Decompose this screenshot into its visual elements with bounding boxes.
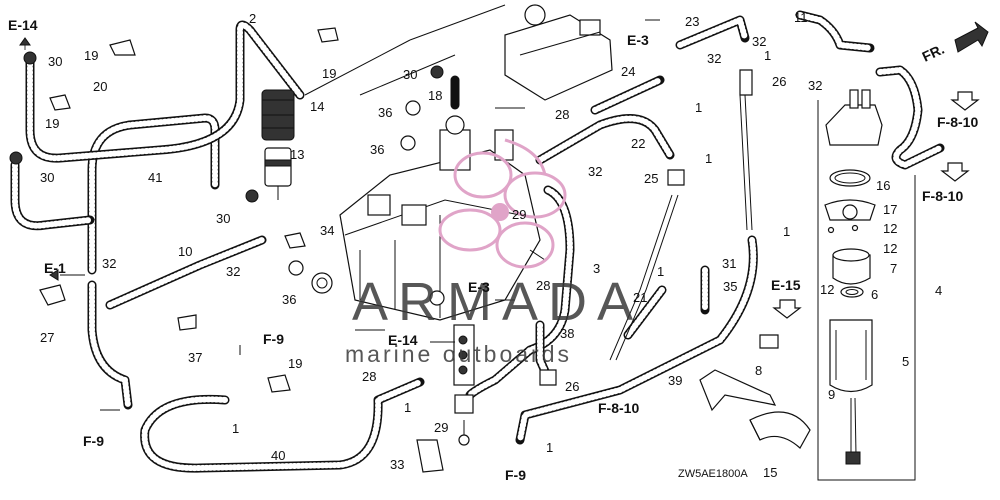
watermark-tagline: marine outboards [345, 341, 572, 367]
fuel-filter-13 [264, 147, 292, 200]
callout-number-30: 30 [216, 211, 230, 226]
reference-label-f-8-10: F-8-10 [922, 188, 963, 204]
callout-number-5: 5 [902, 354, 909, 369]
callout-number-1: 1 [546, 440, 553, 455]
callout-number-32: 32 [808, 78, 822, 93]
callout-number-1: 1 [695, 100, 702, 115]
callout-number-7: 7 [890, 261, 897, 276]
reference-label-f-8-10: F-8-10 [598, 400, 639, 416]
callout-number-1: 1 [705, 151, 712, 166]
callout-number-28: 28 [362, 369, 376, 384]
band-15 [749, 411, 811, 449]
callout-number-14: 14 [310, 99, 324, 114]
callout-number-1: 1 [783, 224, 790, 239]
callout-number-26: 26 [772, 74, 786, 89]
callout-number-36: 36 [370, 142, 384, 157]
callout-number-31: 31 [722, 256, 736, 271]
callout-number-26: 26 [565, 379, 579, 394]
callout-number-16: 16 [876, 178, 890, 193]
callout-number-32: 32 [588, 164, 602, 179]
callout-number-19: 19 [288, 356, 302, 371]
callout-number-29: 29 [512, 207, 526, 222]
callout-number-37: 37 [188, 350, 202, 365]
callout-number-41: 41 [148, 170, 162, 185]
callout-number-30: 30 [48, 54, 62, 69]
callout-number-35: 35 [723, 279, 737, 294]
callout-number-1: 1 [404, 400, 411, 415]
reference-label-f-9: F-9 [263, 331, 284, 347]
reference-label-f-9: F-9 [83, 433, 104, 449]
callout-number-13: 13 [290, 147, 304, 162]
callout-number-32: 32 [707, 51, 721, 66]
watermark-brand: ARMADA [352, 272, 643, 332]
fuel-filter-14 [261, 89, 295, 141]
armada-watermark: ARMADA marine outboards [345, 138, 643, 367]
callout-number-25: 25 [644, 171, 658, 186]
callout-number-15: 15 [763, 465, 777, 480]
callout-number-29: 29 [434, 420, 448, 435]
callout-number-30: 30 [403, 67, 417, 82]
front-label: FR. [920, 41, 947, 65]
reference-label-e-3: E-3 [627, 32, 649, 48]
callout-number-32: 32 [102, 256, 116, 271]
callout-number-23: 23 [685, 14, 699, 29]
front-direction-arrow: FR. [920, 21, 989, 65]
callout-number-27: 27 [40, 330, 54, 345]
callout-number-21: 21 [633, 290, 647, 305]
callout-number-28: 28 [555, 107, 569, 122]
callout-number-19: 19 [84, 48, 98, 63]
callout-number-34: 34 [320, 223, 334, 238]
callout-number-1: 1 [657, 264, 664, 279]
reference-label-e-14: E-14 [388, 332, 418, 348]
callout-number-12: 12 [883, 221, 897, 236]
callout-number-36: 36 [282, 292, 296, 307]
callout-number-3: 3 [593, 261, 600, 276]
reference-label-e-1: E-1 [44, 260, 66, 276]
clamp-parts [9, 27, 779, 473]
callout-number-32: 32 [752, 34, 766, 49]
reference-label-f-9: F-9 [505, 467, 526, 483]
callout-number-39: 39 [668, 373, 682, 388]
callout-number-22: 22 [631, 136, 645, 151]
callout-number-19: 19 [322, 66, 336, 81]
bracket-8 [699, 369, 777, 412]
callout-number-33: 33 [390, 457, 404, 472]
callout-number-18: 18 [428, 88, 442, 103]
reference-label-e-15: E-15 [771, 277, 801, 293]
reference-arrows [19, 19, 980, 411]
callout-number-17: 17 [883, 202, 897, 217]
callout-number-12: 12 [820, 282, 834, 297]
callout-number-4: 4 [935, 283, 942, 298]
callout-number-19: 19 [45, 116, 59, 131]
callout-number-32: 32 [226, 264, 240, 279]
callout-number-38: 38 [560, 326, 574, 341]
callout-number-9: 9 [828, 387, 835, 402]
callout-number-12: 12 [883, 241, 897, 256]
reference-label-f-8-10: F-8-10 [937, 114, 978, 130]
reference-label-e-14: E-14 [8, 17, 38, 33]
propeller-logo [438, 138, 567, 269]
callout-number-24: 24 [621, 64, 635, 79]
callout-number-30: 30 [40, 170, 54, 185]
hose-group [10, 10, 945, 473]
callout-number-10: 10 [178, 244, 192, 259]
callout-number-40: 40 [271, 448, 285, 463]
callout-number-8: 8 [755, 363, 762, 378]
diagram-code: ZW5AE1800A [678, 468, 748, 480]
callout-number-1: 1 [232, 421, 239, 436]
fuel-pump-assembly [817, 89, 916, 481]
callout-number-1: 1 [764, 48, 771, 63]
callout-number-20: 20 [93, 79, 107, 94]
inset-assembly [304, 4, 613, 101]
callout-number-11: 11 [794, 10, 808, 25]
callout-number-28: 28 [536, 278, 550, 293]
callout-number-36: 36 [378, 105, 392, 120]
callout-number-2: 2 [249, 11, 256, 26]
callout-layer: 2141319191919303030302041183636362828282… [8, 10, 978, 483]
reference-label-e-3: E-3 [468, 279, 490, 295]
callout-number-6: 6 [871, 287, 878, 302]
